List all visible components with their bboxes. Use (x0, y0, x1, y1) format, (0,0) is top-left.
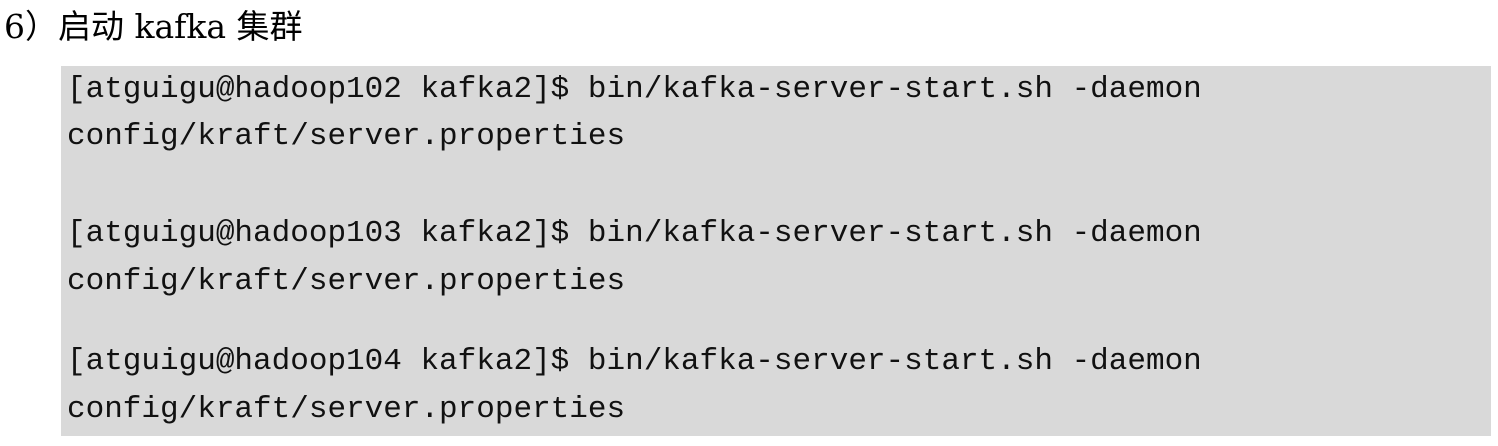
code-line-hadoop103-config[interactable]: config/kraft/server.properties (67, 264, 626, 299)
code-line-hadoop104-config[interactable]: config/kraft/server.properties (67, 392, 626, 427)
code-block[interactable]: [atguigu@hadoop102 kafka2]$ bin/kafka-se… (61, 66, 1491, 436)
code-line-hadoop103-command[interactable]: [atguigu@hadoop103 kafka2]$ bin/kafka-se… (67, 216, 1202, 251)
code-line-hadoop102-config[interactable]: config/kraft/server.properties (67, 119, 626, 154)
code-line-hadoop104-command[interactable]: [atguigu@hadoop104 kafka2]$ bin/kafka-se… (67, 344, 1202, 379)
step-heading: 6）启动 kafka 集群 (4, 7, 303, 46)
code-line-hadoop102-command[interactable]: [atguigu@hadoop102 kafka2]$ bin/kafka-se… (67, 72, 1202, 107)
